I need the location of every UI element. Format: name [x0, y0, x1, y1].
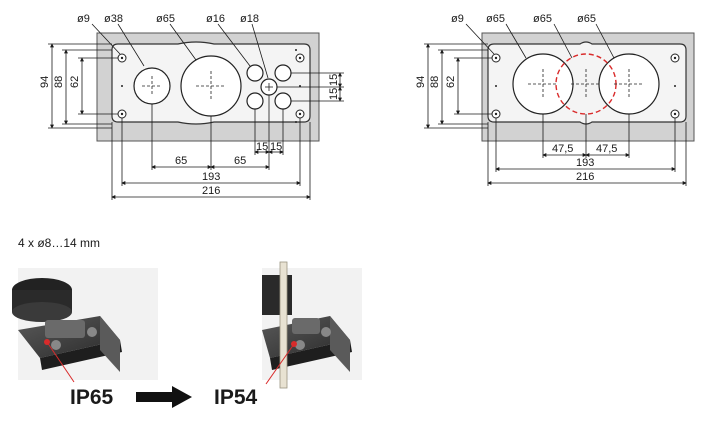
left-drawing: ø9 ø38 ø65 ø16 ø18 94 88 62 15 15 [39, 13, 344, 200]
rating-ip54: IP54 [214, 386, 258, 409]
right-drawing: ø9 ø65 ø65 ø65 94 88 62 47,5 [415, 13, 695, 186]
cable-rod [279, 261, 288, 389]
dim-94: 94 [39, 76, 51, 88]
label-hole-16: ø16 [206, 13, 225, 25]
rating-ip65: IP65 [70, 386, 114, 409]
dim-65-left: 65 [175, 155, 187, 167]
right-dim-62: 62 [445, 76, 457, 88]
transition-arrow-icon [136, 386, 192, 408]
right-label-hole-9: ø9 [451, 13, 464, 25]
dim-47-5-left: 47,5 [552, 143, 573, 155]
hole-18-a [274, 64, 292, 82]
right-dim-216: 216 [576, 171, 594, 183]
right-label-hole-65-b: ø65 [533, 13, 552, 25]
dim-right-15-bottom: 15 [328, 88, 340, 100]
dim-216: 216 [202, 185, 220, 197]
mounting-note: 4 x ø8…14 mm [18, 236, 100, 250]
right-label-hole-65-a: ø65 [486, 13, 505, 25]
dim-62: 62 [69, 76, 81, 88]
right-label-hole-65-c: ø65 [577, 13, 596, 25]
right-dim-88: 88 [429, 76, 441, 88]
dim-65-right: 65 [234, 155, 246, 167]
mounting-illustration-ip65 [12, 268, 158, 383]
hole-16-b [246, 92, 264, 110]
label-hole-38: ø38 [104, 13, 123, 25]
hole-18-b [274, 92, 292, 110]
mounting-illustration-ip54 [262, 261, 362, 389]
dim-15-right: 15 [270, 141, 282, 153]
dim-15-left: 15 [256, 141, 268, 153]
label-hole-18: ø18 [240, 13, 259, 25]
label-hole-65: ø65 [156, 13, 175, 25]
right-dim-94: 94 [415, 76, 427, 88]
dim-193: 193 [202, 171, 220, 183]
right-dim-193: 193 [576, 157, 594, 169]
dim-88: 88 [53, 76, 65, 88]
hole-16-a [246, 64, 264, 82]
label-hole-9: ø9 [77, 13, 90, 25]
dim-47-5-right: 47,5 [596, 143, 617, 155]
dim-right-15-top: 15 [328, 74, 340, 86]
